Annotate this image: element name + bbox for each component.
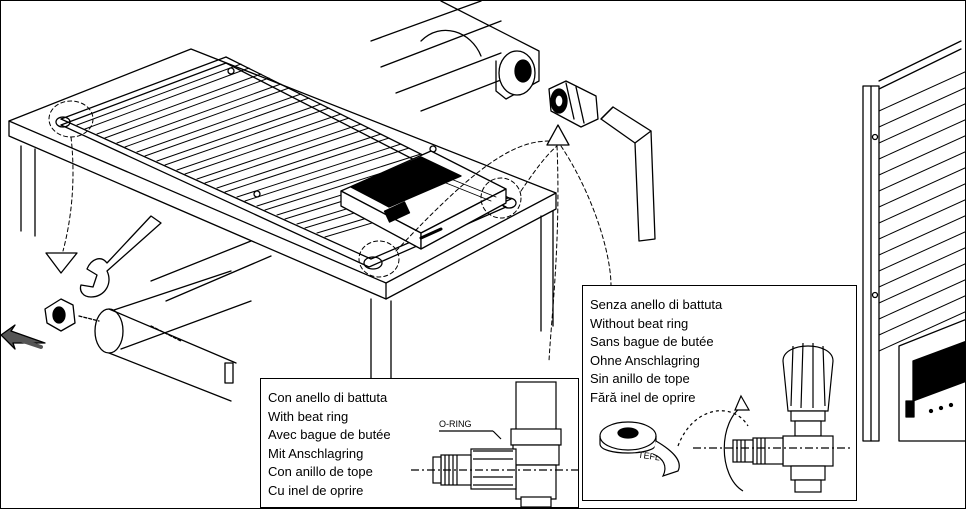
caption-line: With beat ring: [268, 408, 349, 424]
direction-arrow-icon: [1, 324, 46, 350]
caption-line: Sin anillo de tope: [590, 371, 690, 386]
caption-line: Cu inel de oprire: [268, 482, 364, 498]
caption-line: Fără inel de oprire: [590, 389, 696, 405]
detail-callouts: [48, 100, 612, 362]
caption-line: Ohne Anschlagring: [590, 352, 700, 368]
caption-line: Con anello di battuta: [268, 390, 388, 405]
caption-line: Mit Anschlagring: [268, 445, 364, 461]
caption-line: Con anillo de tope: [268, 464, 373, 479]
caption-line: Sans bague de butée: [590, 334, 714, 349]
o-ring-label: O-RING: [439, 419, 472, 429]
wrench-icon: [79, 215, 162, 298]
bottom-tube-detail: [44, 240, 272, 402]
tube-end-detail: [370, 1, 540, 112]
panel-without-beat-ring: Senza anello di battuta Without beat rin…: [582, 285, 857, 501]
mounted-radiator: [862, 40, 965, 442]
caption-line: Without beat ring: [590, 315, 689, 331]
caption-line: Senza anello di battuta: [590, 297, 723, 312]
panel-with-beat-ring: Con anello di battuta With beat ring Ave…: [260, 378, 579, 508]
with-ring-caption: Con anello di battuta With beat ring Ave…: [268, 389, 391, 500]
caption-line: Avec bague de butée: [268, 427, 391, 442]
valve-without-ring-drawing: [599, 342, 853, 493]
detail-triangle-icon: [45, 124, 570, 274]
without-ring-caption: Senza anello di battuta Without beat rin…: [590, 296, 722, 407]
valve-with-ring-drawing: [411, 381, 579, 508]
fitting: [548, 80, 599, 128]
control-unit: [340, 150, 507, 250]
hex-key-icon: [600, 106, 656, 242]
